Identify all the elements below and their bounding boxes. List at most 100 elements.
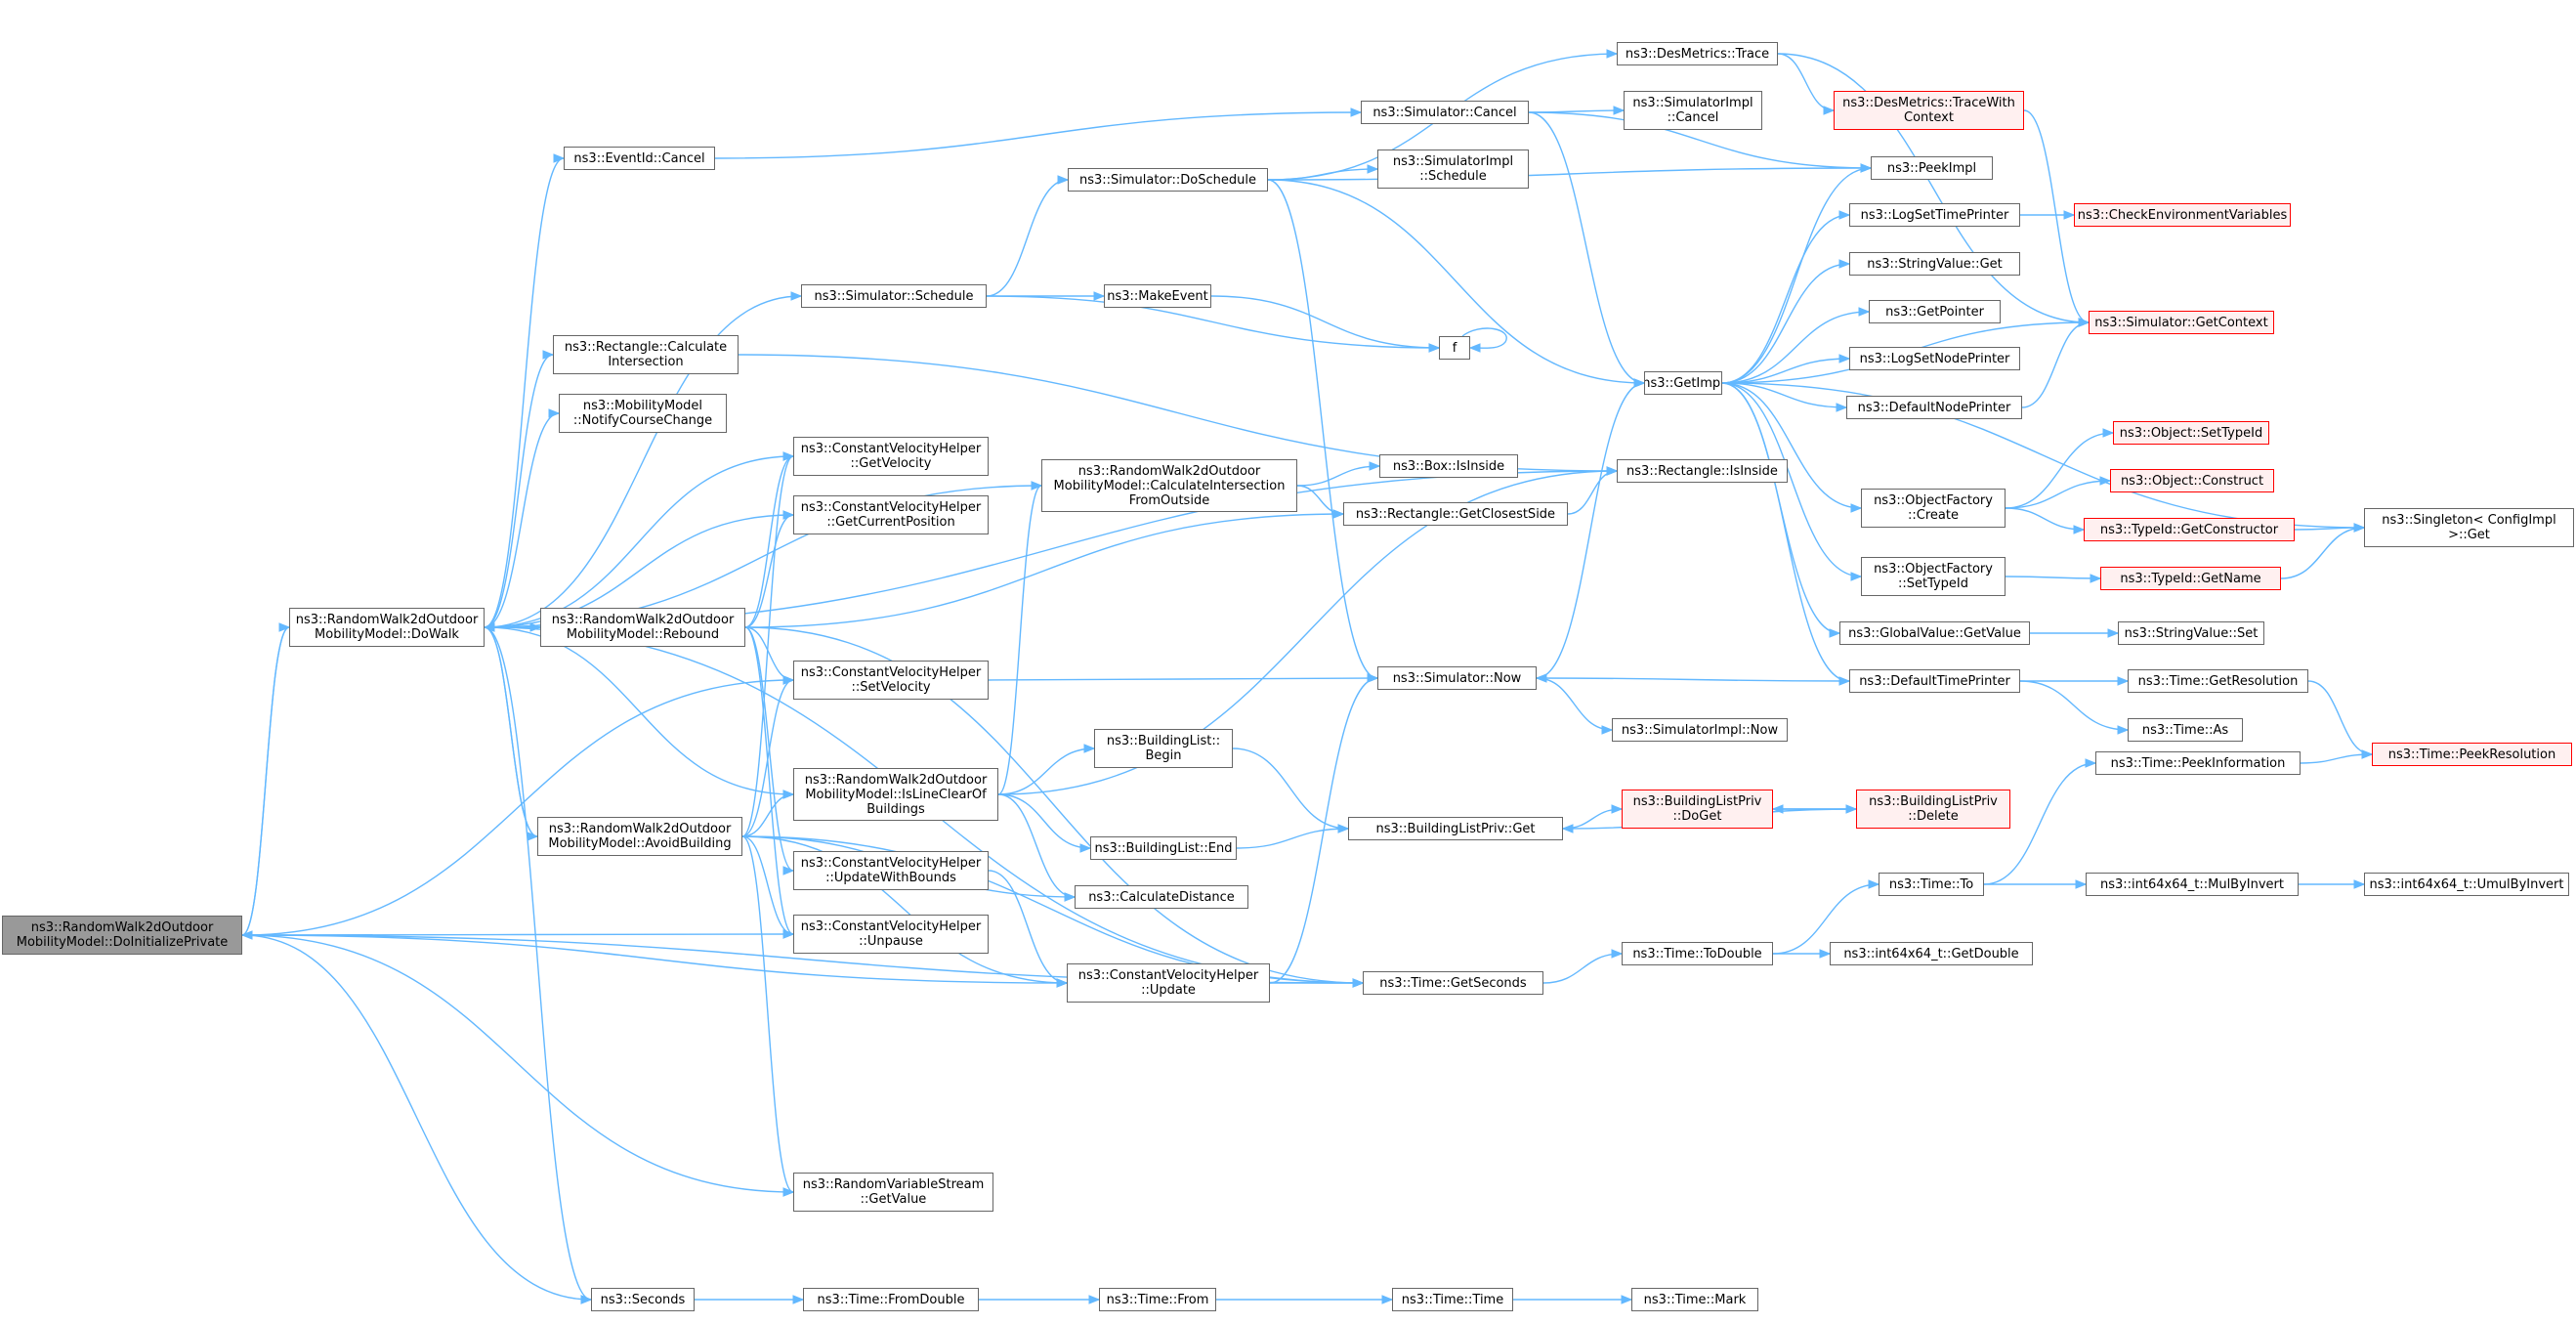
node-blend[interactable]: ns3::BuildingList::End xyxy=(1090,836,1237,860)
node-timeas[interactable]: ns3::Time::As xyxy=(2128,718,2243,742)
node-blbegin[interactable]: ns3::BuildingList:: Begin xyxy=(1094,729,1233,768)
node-blpdelete[interactable]: ns3::BuildingListPriv ::Delete xyxy=(1856,790,2010,829)
node-strvalget[interactable]: ns3::StringValue::Get xyxy=(1849,252,2020,276)
node-label: ns3::int64x64_t::UmulByInvert xyxy=(2369,876,2564,892)
node-peekres[interactable]: ns3::Time::PeekResolution xyxy=(2372,743,2572,766)
node-doschedule[interactable]: ns3::Simulator::DoSchedule xyxy=(1068,168,1268,192)
node-evcancel[interactable]: ns3::EventId::Cancel xyxy=(564,147,715,170)
node-simimplnow[interactable]: ns3::SimulatorImpl::Now xyxy=(1612,718,1788,742)
node-getdouble[interactable]: ns3::int64x64_t::GetDouble xyxy=(1830,942,2033,965)
node-blpget[interactable]: ns3::BuildingListPriv::Get xyxy=(1348,817,1563,840)
node-timetime[interactable]: ns3::Time::Time xyxy=(1392,1288,1513,1311)
edge-arrowhead xyxy=(1468,343,1481,353)
node-simnow[interactable]: ns3::Simulator::Now xyxy=(1377,666,1537,690)
edge-arrowhead xyxy=(2090,574,2102,583)
edge-arrowhead xyxy=(1369,461,1381,471)
edge-simnow-simimplnow xyxy=(1536,677,1613,731)
node-todouble[interactable]: ns3::Time::ToDouble xyxy=(1622,942,1773,965)
edge-arrowhead xyxy=(553,153,566,163)
edge-desmtrace-tracectx xyxy=(1777,53,1835,111)
node-timefrom[interactable]: ns3::Time::From xyxy=(1099,1288,1216,1311)
edge-arrowhead xyxy=(1819,949,1832,959)
node-label: ns3::ConstantVelocityHelper ::GetVelocit… xyxy=(800,442,982,471)
node-objconstruct[interactable]: ns3::Object::Construct xyxy=(2110,469,2274,492)
edge-desmtrace-getctx xyxy=(1777,53,2090,323)
node-boxinside[interactable]: ns3::Box::IsInside xyxy=(1379,454,1518,478)
edge-arrowhead xyxy=(1838,259,1851,269)
edge-rebound-closest xyxy=(744,513,1344,628)
node-lineclear[interactable]: ns3::RandomWalk2dOutdoor MobilityModel::… xyxy=(793,768,998,821)
node-simimplcancel[interactable]: ns3::SimulatorImpl ::Cancel xyxy=(1624,91,1762,130)
node-schedule[interactable]: ns3::Simulator::Schedule xyxy=(801,284,987,308)
node-label: ns3::BuildingListPriv ::Delete xyxy=(1869,794,1998,824)
edge-doschedule-simnow xyxy=(1267,179,1378,679)
edge-dowalk-seconds xyxy=(484,626,592,1301)
node-getpointer[interactable]: ns3::GetPointer xyxy=(1869,300,2001,323)
node-simcancel[interactable]: ns3::Simulator::Cancel xyxy=(1361,101,1529,124)
edge-ofcreate-objconstruct xyxy=(2005,480,2111,509)
node-rvsget[interactable]: ns3::RandomVariableStream ::GetValue xyxy=(793,1173,993,1212)
edge-arrowhead xyxy=(2063,210,2076,220)
node-makeevent[interactable]: ns3::MakeEvent xyxy=(1104,284,1211,308)
node-fromdouble[interactable]: ns3::Time::FromDouble xyxy=(803,1288,979,1311)
node-avoid[interactable]: ns3::RandomWalk2dOutdoor MobilityModel::… xyxy=(537,817,742,856)
edge-arrowhead xyxy=(782,451,795,461)
node-getctx[interactable]: ns3::Simulator::GetContext xyxy=(2089,311,2274,334)
node-strvalset[interactable]: ns3::StringValue::Set xyxy=(2118,621,2264,645)
node-cvupdate[interactable]: ns3::ConstantVelocityHelper ::Update xyxy=(1067,963,1270,1003)
node-getctor[interactable]: ns3::TypeId::GetConstructor xyxy=(2084,518,2295,541)
node-rebound[interactable]: ns3::RandomWalk2dOutdoor MobilityModel::… xyxy=(540,608,745,647)
edge-rebound-getsec xyxy=(744,626,1364,984)
node-getres[interactable]: ns3::Time::GetResolution xyxy=(2128,669,2308,693)
node-label: ns3::Object::SetTypeId xyxy=(2119,425,2263,441)
edge-arrowhead xyxy=(1850,572,1863,581)
node-singleton[interactable]: ns3::Singleton< ConfigImpl >::Get xyxy=(2364,508,2574,547)
edge-lineclear-blend xyxy=(997,793,1091,849)
edge-cvupdate-simnow xyxy=(1269,677,1378,984)
node-ofcreate[interactable]: ns3::ObjectFactory ::Create xyxy=(1861,489,2006,528)
node-seconds[interactable]: ns3::Seconds xyxy=(591,1288,695,1311)
node-updbounds[interactable]: ns3::ConstantVelocityHelper ::UpdateWith… xyxy=(793,851,989,890)
node-logsetnode[interactable]: ns3::LogSetNodePrinter xyxy=(1849,347,2020,370)
node-rectcalc[interactable]: ns3::Rectangle::Calculate Intersection xyxy=(553,335,739,374)
node-calcdist[interactable]: ns3::CalculateDistance xyxy=(1075,885,1248,909)
edge-getres-peekres xyxy=(2307,680,2373,755)
node-f[interactable]: f xyxy=(1439,336,1470,360)
node-label: ns3::Simulator::Cancel xyxy=(1372,105,1517,120)
edge-ofcreate-objsettid xyxy=(2005,432,2114,509)
edge-arrowhead xyxy=(2085,758,2097,768)
node-getimpl[interactable]: ns3::GetImpl xyxy=(1644,371,1722,395)
edge-getimpl-logsettime xyxy=(1721,214,1850,384)
node-calcfrom[interactable]: ns3::RandomWalk2dOutdoor MobilityModel::… xyxy=(1041,459,1297,512)
node-desmtrace[interactable]: ns3::DesMetrics::Trace xyxy=(1617,42,1778,65)
node-mulbyinv[interactable]: ns3::int64x64_t::MulByInvert xyxy=(2086,873,2299,896)
node-getsec[interactable]: ns3::Time::GetSeconds xyxy=(1363,971,1543,995)
node-closest[interactable]: ns3::Rectangle::GetClosestSide xyxy=(1343,502,1568,526)
node-umulbyinv[interactable]: ns3::int64x64_t::UmulByInvert xyxy=(2364,873,2569,896)
node-timeto[interactable]: ns3::Time::To xyxy=(1879,873,1984,896)
node-peekinfo[interactable]: ns3::Time::PeekInformation xyxy=(2095,751,2301,775)
node-notify[interactable]: ns3::MobilityModel ::NotifyCourseChange xyxy=(559,394,727,433)
node-deftime[interactable]: ns3::DefaultTimePrinter xyxy=(1849,669,2020,693)
node-unpause[interactable]: ns3::ConstantVelocityHelper ::Unpause xyxy=(793,915,989,954)
edge-arrowhead xyxy=(782,866,795,876)
node-tidgetname[interactable]: ns3::TypeId::GetName xyxy=(2100,567,2281,590)
node-getvel[interactable]: ns3::ConstantVelocityHelper ::GetVelocit… xyxy=(793,437,989,476)
node-checkenv[interactable]: ns3::CheckEnvironmentVariables xyxy=(2074,203,2291,227)
node-gvget[interactable]: ns3::GlobalValue::GetValue xyxy=(1839,621,2030,645)
node-peekimpl[interactable]: ns3::PeekImpl xyxy=(1871,156,1993,180)
node-blpdoget[interactable]: ns3::BuildingListPriv ::DoGet xyxy=(1622,790,1773,829)
node-objsettid[interactable]: ns3::Object::SetTypeId xyxy=(2113,421,2269,445)
node-logsettime[interactable]: ns3::LogSetTimePrinter xyxy=(1849,203,2020,227)
node-simimplsched[interactable]: ns3::SimulatorImpl ::Schedule xyxy=(1377,149,1529,189)
node-defnode[interactable]: ns3::DefaultNodePrinter xyxy=(1846,396,2022,419)
edge-arrowhead xyxy=(2078,318,2090,327)
node-dowalk[interactable]: ns3::RandomWalk2dOutdoor MobilityModel::… xyxy=(289,608,485,647)
node-tracectx[interactable]: ns3::DesMetrics::TraceWith Context xyxy=(1834,91,2024,130)
node-getcurpos[interactable]: ns3::ConstantVelocityHelper ::GetCurrent… xyxy=(793,495,989,534)
node-timemark[interactable]: ns3::Time::Mark xyxy=(1631,1288,1758,1311)
node-ofsettid[interactable]: ns3::ObjectFactory ::SetTypeId xyxy=(1861,557,2006,596)
node-setvel[interactable]: ns3::ConstantVelocityHelper ::SetVelocit… xyxy=(793,661,989,700)
node-rectinside[interactable]: ns3::Rectangle::IsInside xyxy=(1617,459,1788,483)
node-label: ns3::DefaultNodePrinter xyxy=(1857,400,2011,415)
